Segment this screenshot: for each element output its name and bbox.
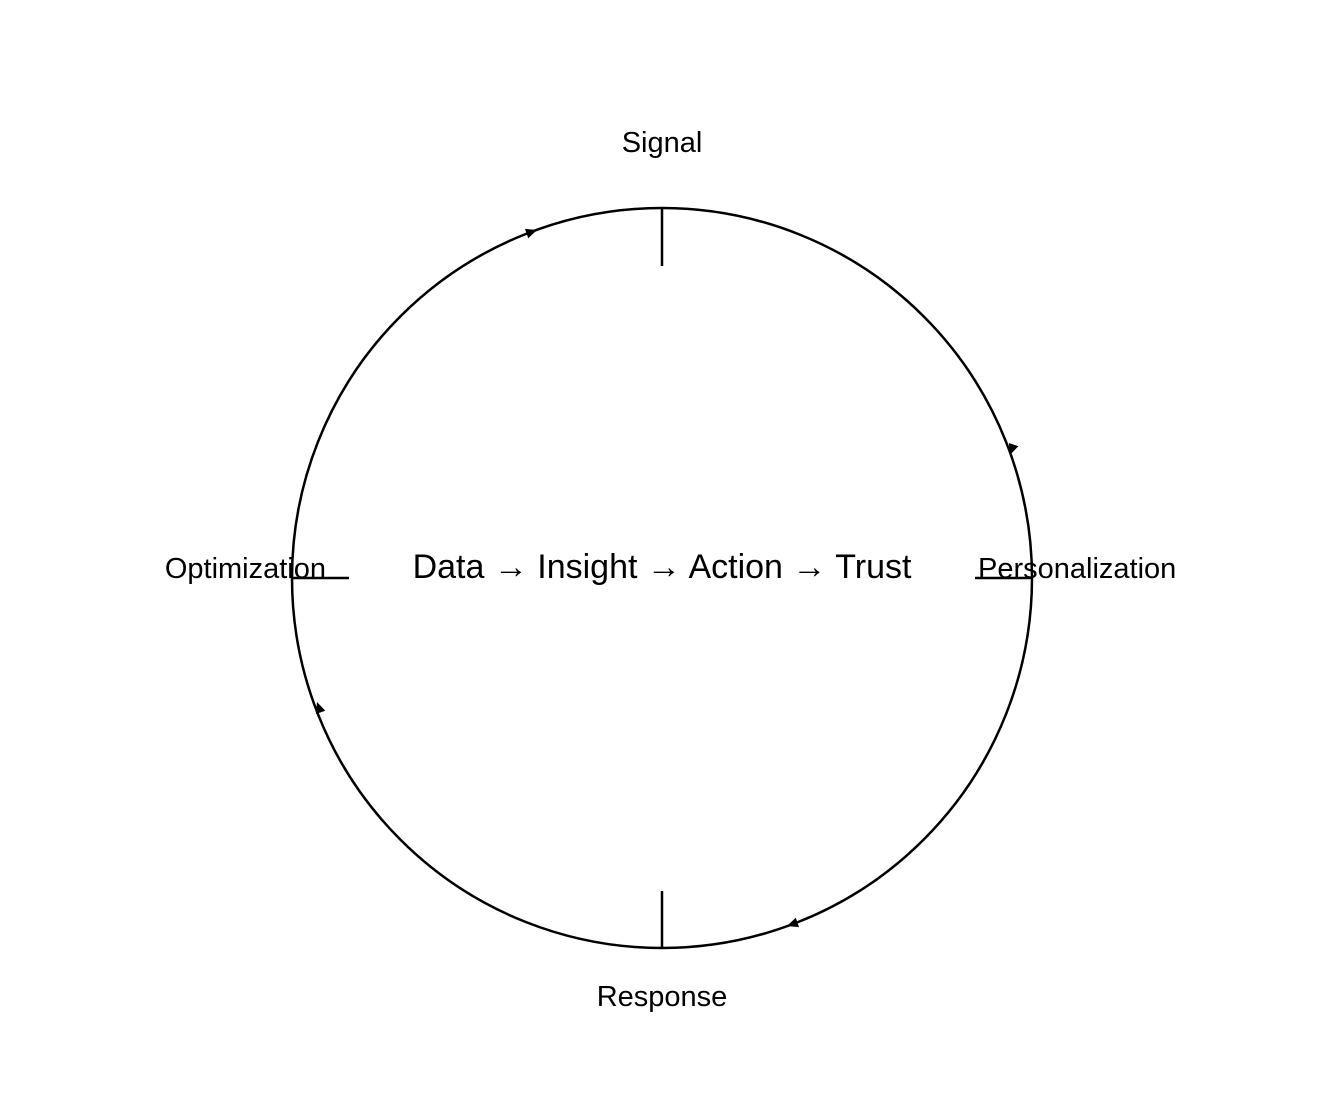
arrow-optimization-to-signal bbox=[524, 228, 537, 239]
arrow-signal-to-personalization bbox=[1008, 442, 1019, 455]
stage-label-response: Response bbox=[597, 981, 728, 1013]
stage-label-personalization: Personalization bbox=[978, 553, 1176, 585]
arrow-response-to-optimization bbox=[315, 702, 326, 715]
stage-label-optimization: Optimization bbox=[165, 553, 326, 585]
stage-label-signal: Signal bbox=[622, 127, 703, 159]
center-flow-label: Data → Insight → Action → Trust bbox=[413, 548, 912, 586]
arrow-personalization-to-response bbox=[787, 917, 800, 928]
